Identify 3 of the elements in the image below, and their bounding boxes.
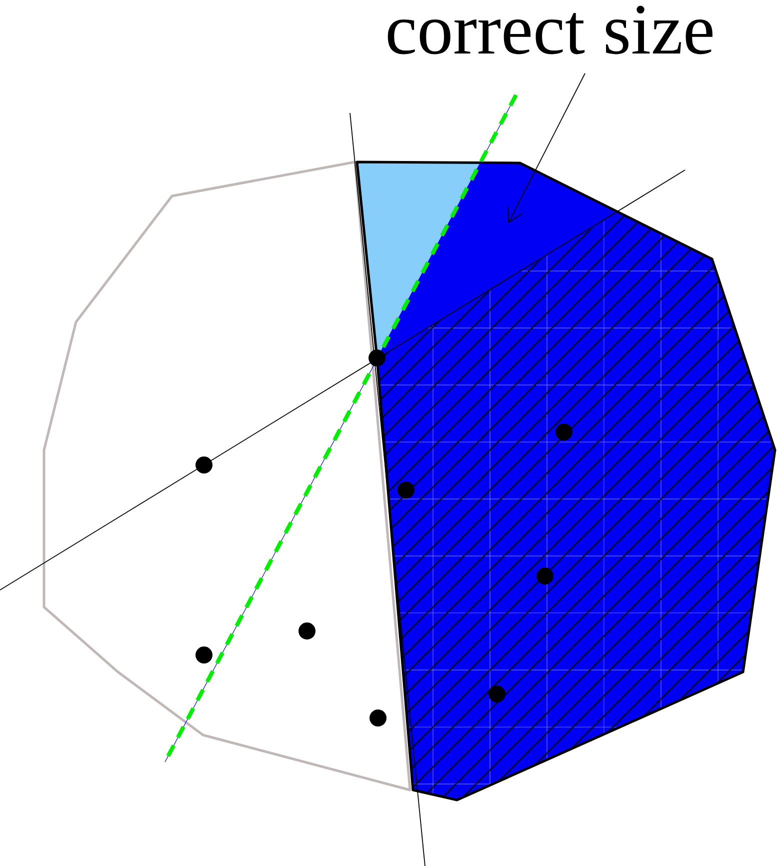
leader-line	[508, 72, 586, 224]
hatched-region	[356, 160, 776, 802]
label-text: correct size	[388, 6, 712, 54]
